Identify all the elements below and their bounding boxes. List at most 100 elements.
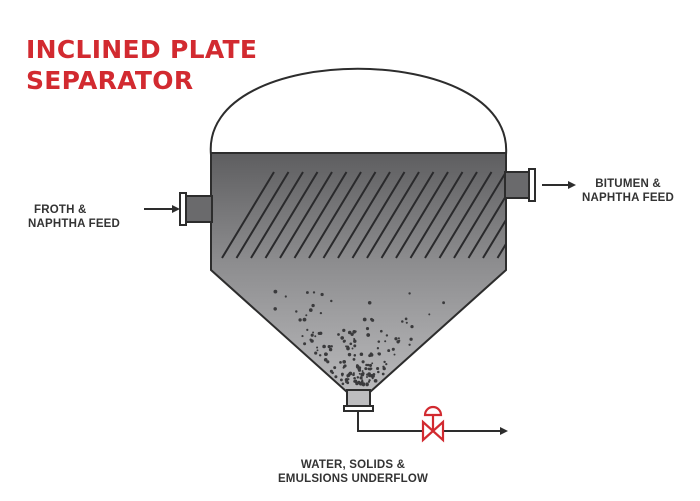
particle	[428, 313, 431, 316]
inlet-label-line-2: NAPHTHA FEED	[28, 218, 121, 230]
particle	[340, 336, 345, 340]
particle	[366, 333, 371, 337]
inclined-plate	[395, 171, 449, 259]
vessel-body	[210, 152, 507, 393]
particle	[358, 382, 363, 386]
particle	[379, 329, 383, 333]
inclined-plate	[351, 171, 406, 259]
particle	[344, 377, 349, 382]
particle	[383, 360, 386, 364]
particle	[347, 330, 352, 335]
particle	[342, 366, 345, 369]
particle	[405, 321, 408, 324]
particle	[314, 335, 317, 338]
particle	[365, 382, 369, 386]
overflow-label-line-1: BITUMEN &	[595, 178, 661, 190]
inlet-nozzle	[185, 195, 213, 223]
particle	[370, 367, 373, 370]
particle	[339, 378, 343, 382]
particle	[301, 335, 304, 338]
control-valve-icon	[421, 405, 445, 443]
particle	[360, 380, 364, 383]
particle	[347, 352, 352, 357]
particle	[333, 366, 337, 370]
particle	[314, 351, 318, 355]
particle	[341, 382, 345, 386]
particle	[408, 292, 411, 295]
particle	[298, 318, 302, 322]
particle	[284, 295, 287, 298]
inclined-plate	[221, 171, 275, 259]
particle	[442, 301, 446, 305]
particle	[365, 327, 370, 331]
particle	[343, 339, 346, 343]
particle	[397, 337, 400, 340]
particle	[370, 318, 375, 322]
particle	[345, 345, 348, 348]
underflow-label-line-1: WATER, SOLIDS &	[300, 459, 406, 471]
underflow-label: WATER, SOLIDS & EMULSIONS UNDERFLOW	[0, 458, 700, 486]
particle	[356, 376, 360, 379]
particle	[353, 376, 356, 380]
particle	[401, 320, 404, 323]
inclined-plate	[308, 171, 362, 259]
inlet-label-line-1: FROTH &	[34, 204, 87, 216]
particle	[365, 363, 368, 367]
particle	[342, 328, 346, 333]
particle	[357, 368, 362, 372]
particle	[305, 314, 308, 317]
particle	[377, 340, 381, 343]
particle	[319, 311, 323, 315]
underflow-flange	[343, 405, 374, 412]
settling-particles	[273, 289, 446, 387]
particle	[382, 366, 386, 371]
inclined-plate	[366, 171, 420, 259]
particle	[348, 371, 353, 376]
title-line-1: INCLINED PLATE	[26, 35, 258, 64]
inclined-plate	[438, 171, 493, 259]
particle	[342, 359, 347, 364]
inlet-label: FROTH & NAPHTHA FEED	[28, 203, 120, 231]
particle	[359, 376, 363, 380]
particle	[312, 291, 316, 294]
particle	[339, 361, 342, 364]
particle	[384, 340, 387, 343]
particle	[353, 339, 357, 343]
particle	[385, 363, 388, 366]
inclined-plate	[467, 171, 506, 259]
particle	[404, 317, 408, 321]
particle	[351, 347, 354, 350]
particle	[365, 375, 369, 379]
particle	[273, 289, 278, 294]
particle	[353, 354, 357, 357]
particle	[330, 299, 333, 303]
inclined-plate	[409, 171, 464, 259]
particle	[328, 345, 331, 348]
particle	[305, 291, 309, 294]
particle	[367, 372, 371, 376]
overflow-arrow-head	[568, 181, 576, 189]
particle	[316, 349, 319, 352]
particle	[320, 292, 324, 297]
particle	[312, 331, 315, 334]
particle	[295, 310, 298, 313]
particle	[410, 324, 414, 329]
underflow-nozzle	[346, 389, 371, 407]
particle	[394, 337, 398, 341]
diagram-title: INCLINED PLATE SEPARATOR	[26, 34, 257, 96]
overflow-label-line-2: NAPHTHA FEED	[582, 192, 675, 204]
particle	[364, 367, 368, 371]
particle	[308, 308, 313, 312]
inclined-plate	[322, 171, 377, 259]
underflow-pipe	[357, 411, 500, 432]
particle	[346, 381, 350, 385]
inclined-plate	[337, 171, 391, 259]
particle	[373, 378, 378, 383]
particle	[344, 381, 347, 383]
particle	[356, 381, 359, 385]
inclined-plate	[424, 171, 478, 259]
particle	[360, 372, 365, 377]
particle	[303, 342, 307, 346]
title-line-2: SEPARATOR	[26, 66, 194, 95]
